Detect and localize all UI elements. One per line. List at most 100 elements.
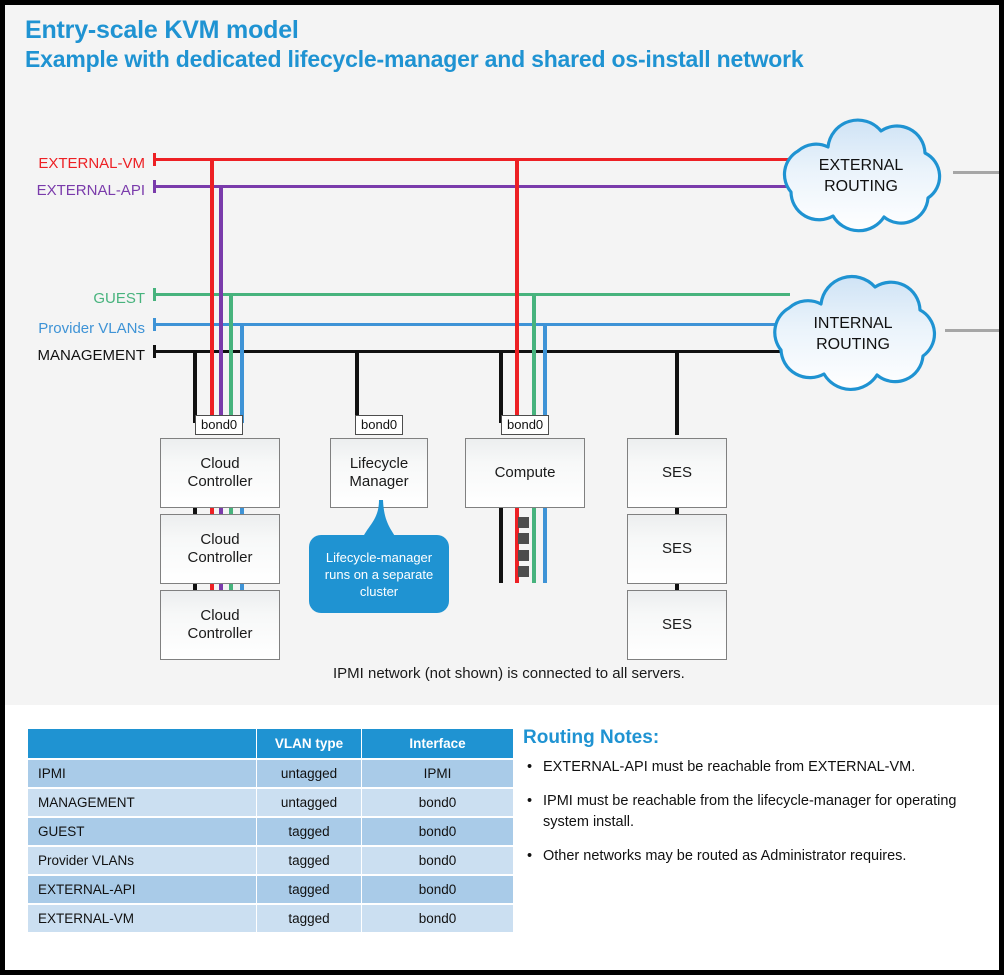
node-ses-2: SES <box>627 514 727 584</box>
cell-network: EXTERNAL-API <box>28 876 256 903</box>
table-header-network <box>28 729 256 758</box>
routing-note-item: • EXTERNAL-API must be reachable from EX… <box>523 757 978 778</box>
node-cloud-controller-2: Cloud Controller <box>160 514 280 584</box>
drop-guest-col-c <box>532 293 536 423</box>
cloud-external-label: EXTERNAL ROUTING <box>818 157 904 195</box>
bus-tick-external-vm <box>153 153 156 166</box>
cell-interface: IPMI <box>362 760 513 787</box>
bus-tick-guest <box>153 288 156 301</box>
drop-management-col-a <box>193 350 197 423</box>
diagram-page: Entry-scale KVM model Example with dedic… <box>5 5 999 970</box>
cell-vlan-type: tagged <box>257 818 361 845</box>
link-external-api-cc-2-3 <box>219 584 223 590</box>
bond0-label-lifecycle-manager: bond0 <box>355 415 404 435</box>
link-guest-cc-2-3 <box>229 584 233 590</box>
node-compute: Compute <box>465 438 585 508</box>
table-header-vlan-type: VLAN type <box>257 729 361 758</box>
node-label-line1: Cloud <box>200 531 240 548</box>
cloud-internal-label: INTERNAL ROUTING <box>813 315 893 353</box>
cell-vlan-type: tagged <box>257 905 361 932</box>
routing-note-text: EXTERNAL-API must be reachable from EXTE… <box>543 759 916 775</box>
table-row: GUEST tagged bond0 <box>28 818 513 845</box>
compute-more-dash-4 <box>518 566 529 577</box>
link-management-ses-1-2 <box>675 508 679 514</box>
network-label-provider-vlans: Provider VLANs <box>38 320 145 337</box>
link-provider-vlans-cc-2-3 <box>240 584 244 590</box>
bus-line-guest <box>155 293 790 296</box>
table-row: EXTERNAL-API tagged bond0 <box>28 876 513 903</box>
link-management-compute-more <box>499 508 503 583</box>
bullet-icon: • <box>527 848 533 864</box>
node-label: Compute <box>494 464 556 481</box>
cloud-stub-external <box>953 171 999 174</box>
node-label-line2: Controller <box>187 473 253 490</box>
node-label: SES <box>661 464 692 481</box>
cell-vlan-type: untagged <box>257 760 361 787</box>
bus-line-external-vm <box>155 158 800 161</box>
drop-management-col-d <box>675 350 679 435</box>
routing-notes: Routing Notes: • EXTERNAL-API must be re… <box>523 727 978 880</box>
callout-line1: Lifecycle-manager <box>325 549 433 565</box>
table-row: Provider VLANs tagged bond0 <box>28 847 513 874</box>
node-label: SES <box>661 540 692 557</box>
cell-vlan-type: untagged <box>257 789 361 816</box>
drop-external-vm-col-c <box>515 158 519 423</box>
compute-more-dash-2 <box>518 533 529 544</box>
routing-note-text: Other networks may be routed as Administ… <box>543 848 907 864</box>
cell-vlan-type: tagged <box>257 847 361 874</box>
link-guest-cc-1-2 <box>229 508 233 514</box>
bond0-label-compute: bond0 <box>501 415 550 435</box>
cell-vlan-type: tagged <box>257 876 361 903</box>
link-management-cc-2-3 <box>193 584 197 590</box>
routing-note-item: • Other networks may be routed as Admini… <box>523 846 978 867</box>
network-label-external-api: EXTERNAL-API <box>36 182 145 199</box>
callout-lifecycle-manager: Lifecycle-manager runs on a separate clu… <box>309 535 449 613</box>
routing-note-text: IPMI must be reachable from the lifecycl… <box>543 793 957 830</box>
routing-notes-title: Routing Notes: <box>523 727 660 748</box>
cell-interface: bond0 <box>362 876 513 903</box>
bond0-label-cloud-controller: bond0 <box>195 415 244 435</box>
drop-external-api-col-a <box>219 185 223 423</box>
drop-management-col-c <box>499 350 503 423</box>
node-cloud-controller-1: Cloud Controller <box>160 438 280 508</box>
title-subtitle: Example with dedicated lifecycle-manager… <box>25 46 804 72</box>
callout-line2: runs on a separate <box>324 566 434 582</box>
bullet-icon: • <box>527 793 533 809</box>
link-management-cc-1-2 <box>193 508 197 514</box>
drop-provider-vlans-col-a <box>240 323 244 423</box>
node-label-line2: Controller <box>187 625 253 642</box>
vlan-table: VLAN type Interface IPMI untagged IPMI M… <box>27 727 514 934</box>
table-header-row: VLAN type Interface <box>28 729 513 758</box>
bus-tick-management <box>153 345 156 358</box>
network-label-management: MANAGEMENT <box>37 347 145 364</box>
bus-line-management <box>155 350 790 353</box>
link-external-vm-compute-more <box>515 508 519 583</box>
cell-interface: bond0 <box>362 818 513 845</box>
network-diagram: EXTERNAL-VM EXTERNAL-API GUEST Provider … <box>5 95 999 705</box>
table-row: MANAGEMENT untagged bond0 <box>28 789 513 816</box>
callout-line3: cluster <box>359 583 399 599</box>
drop-provider-vlans-col-c <box>543 323 547 423</box>
callout-tail-icon <box>360 500 404 555</box>
node-label-line1: Lifecycle <box>349 455 409 472</box>
table-row: EXTERNAL-VM tagged bond0 <box>28 905 513 932</box>
bus-line-provider-vlans <box>155 323 790 326</box>
bullet-icon: • <box>527 759 533 775</box>
table-row: IPMI untagged IPMI <box>28 760 513 787</box>
node-cloud-controller-3: Cloud Controller <box>160 590 280 660</box>
ipmi-caption: IPMI network (not shown) is connected to… <box>333 665 685 682</box>
cell-network: EXTERNAL-VM <box>28 905 256 932</box>
drop-external-vm-col-a <box>210 158 214 423</box>
compute-more-dash-3 <box>518 550 529 561</box>
node-lifecycle-manager: Lifecycle Manager <box>330 438 428 508</box>
cell-network: IPMI <box>28 760 256 787</box>
link-provider-vlans-compute-more <box>543 508 547 583</box>
cell-interface: bond0 <box>362 847 513 874</box>
node-label-line1: Cloud <box>200 455 240 472</box>
bus-tick-external-api <box>153 180 156 193</box>
cloud-internal-routing: INTERNAL ROUTING <box>753 270 953 392</box>
network-label-guest: GUEST <box>93 290 145 307</box>
drop-guest-col-a <box>229 293 233 423</box>
node-label-line1: Cloud <box>200 607 240 624</box>
drop-management-col-b <box>355 350 359 423</box>
